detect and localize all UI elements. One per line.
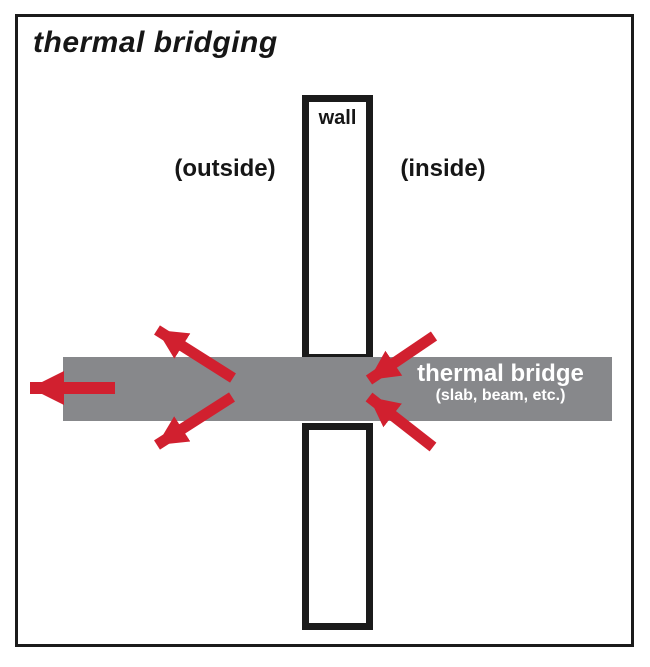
thermal-bridge-caption-line2: (slab, beam, etc.) — [435, 387, 566, 405]
thermal-bridge-caption-line1: thermal bridge — [417, 360, 584, 387]
wall-label: wall — [318, 107, 357, 129]
wall-upper-section: wall — [302, 95, 373, 361]
diagram-title: thermal bridging — [33, 26, 278, 59]
thermal-bridge-caption: thermal bridge (slab, beam, etc.) — [398, 360, 603, 405]
outside-label: (outside) — [174, 155, 276, 182]
wall-lower-section — [302, 423, 373, 630]
inside-label: (inside) — [400, 155, 486, 182]
